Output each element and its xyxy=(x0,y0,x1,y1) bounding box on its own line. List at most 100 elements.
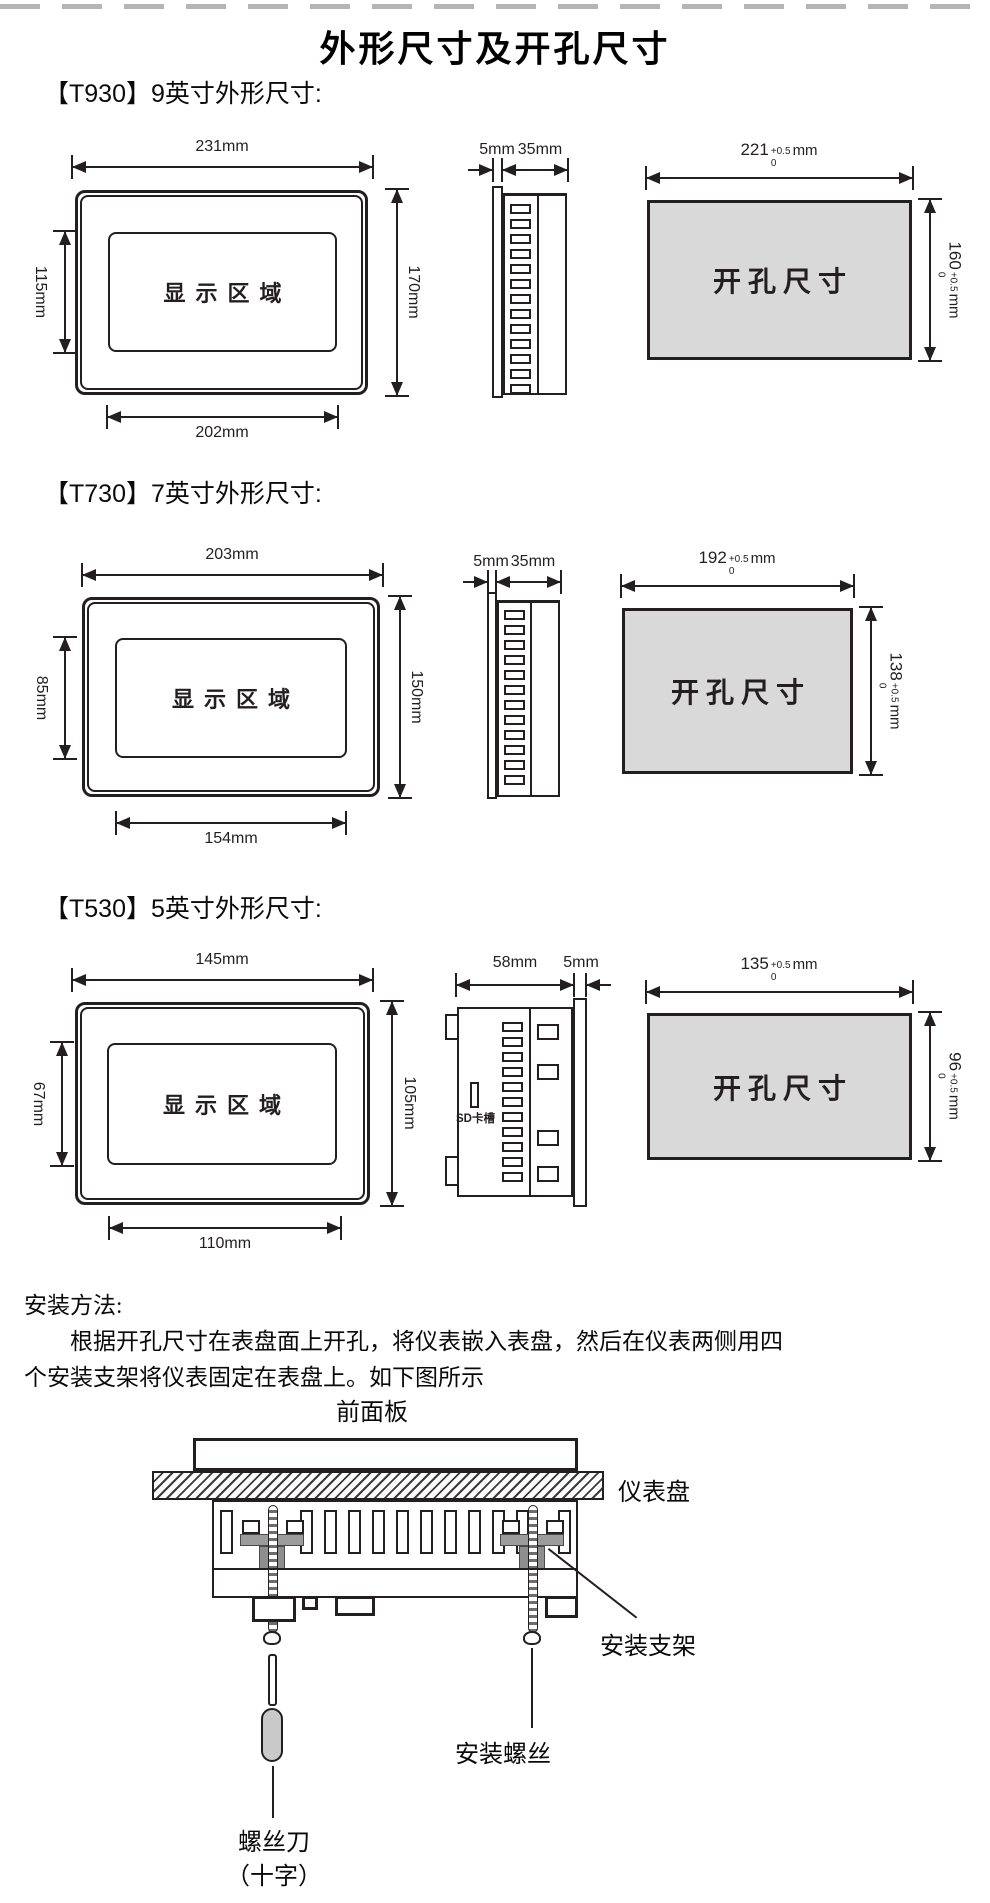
arrow-down-icon xyxy=(394,784,406,798)
dim-value: 135 xyxy=(740,954,769,973)
screw-label: 安装螺丝 xyxy=(455,1742,551,1768)
meter-panel-hatch xyxy=(152,1471,604,1500)
arrow-up-icon xyxy=(865,607,877,621)
dim-cutout-width-t730 xyxy=(620,574,855,598)
arrow-left-icon xyxy=(646,986,660,998)
tol-plus: +0.5 xyxy=(770,960,791,971)
side-view-body-t730 xyxy=(497,600,560,797)
arrow-right-icon xyxy=(560,979,574,991)
dim-line xyxy=(64,232,66,352)
arrow-left-icon xyxy=(496,576,510,588)
side-view-flange-t730 xyxy=(487,592,497,799)
vent-slot xyxy=(396,1510,409,1554)
connector-block xyxy=(537,1024,559,1040)
bottom-notch xyxy=(545,1596,578,1618)
connector-block xyxy=(537,1130,559,1146)
dim-cutout-height-t930 xyxy=(918,198,942,362)
vent-slot xyxy=(504,610,525,620)
dim-flange-approach-t530 xyxy=(585,973,611,997)
dim-height-right-t730 xyxy=(388,595,412,799)
install-para-line1: 根据开孔尺寸在表盘面上开孔，将仪表嵌入表盘，然后在仪表两侧用四 xyxy=(70,1329,783,1354)
dim-line xyxy=(73,166,372,168)
cutout-rect-t530: 开孔尺寸 xyxy=(647,1013,912,1160)
arrow-right-icon xyxy=(369,569,383,581)
dim-value: 96 xyxy=(945,1052,965,1072)
vent-slot xyxy=(504,730,525,740)
connector-block xyxy=(537,1064,559,1080)
vent-slot xyxy=(510,339,531,349)
dim-height-left-label-t930: 115mm xyxy=(32,265,49,319)
arrow-up-icon xyxy=(59,637,71,651)
vent-slot xyxy=(324,1510,337,1554)
dim-cutout-width-t930 xyxy=(645,166,914,190)
display-area-t930: 显示区域 xyxy=(108,232,337,352)
arrow-left-icon xyxy=(502,164,516,176)
arrow-left-icon xyxy=(586,979,600,991)
vent-slot xyxy=(504,685,525,695)
screw-leader-line xyxy=(531,1648,533,1728)
front-panel-box xyxy=(193,1438,578,1471)
bracket-tab xyxy=(286,1520,304,1534)
dim-line xyxy=(647,177,912,179)
dim-unit: mm xyxy=(792,956,818,973)
dim-height-right-label-t530: 105mm xyxy=(401,1076,418,1130)
cutout-label: 开孔尺寸 xyxy=(712,1073,853,1105)
arrow-up-icon xyxy=(56,1042,68,1056)
dim-width-top-t730 xyxy=(81,563,384,587)
vent-slot xyxy=(502,1037,523,1047)
tol-plus: +0.5 xyxy=(770,146,791,157)
arrow-up-icon xyxy=(394,596,406,610)
bottom-notch xyxy=(335,1596,375,1616)
install-heading: 安装方法: xyxy=(24,1293,123,1318)
section-heading-t730: 【T730】7英寸外形尺寸: xyxy=(44,480,322,508)
arrow-right-icon xyxy=(899,172,913,184)
dim-line xyxy=(396,190,398,395)
vent-slot xyxy=(510,294,531,304)
vent-slot xyxy=(510,219,531,229)
vent-slot xyxy=(468,1510,481,1554)
dim-value: 160 xyxy=(945,241,965,270)
arrow-down-icon xyxy=(924,347,936,361)
arrow-down-icon xyxy=(391,382,403,396)
vent-slot xyxy=(510,354,531,364)
front-view-inner-outline xyxy=(80,195,363,390)
dim-height-left-t530 xyxy=(50,1041,74,1167)
dim-width-top-label-t730: 203mm xyxy=(205,546,259,563)
vent-slot xyxy=(220,1510,233,1554)
display-area-t530: 显示区域 xyxy=(107,1043,337,1165)
side-body-divider-t530 xyxy=(529,1007,531,1197)
dim-unit: mm xyxy=(792,142,818,159)
dim-width-top-label-t530: 145mm xyxy=(195,951,249,968)
vent-slot xyxy=(504,625,525,635)
vent-slot xyxy=(502,1157,523,1167)
dim-line xyxy=(622,585,853,587)
dim-unit: mm xyxy=(886,704,904,730)
arrow-left-icon xyxy=(456,979,470,991)
vent-slot xyxy=(502,1082,523,1092)
dim-depth-t930 xyxy=(501,158,569,182)
dim-line xyxy=(391,1002,393,1205)
dim-line xyxy=(929,200,931,360)
dim-height-right-label-t730: 150mm xyxy=(408,670,425,724)
front-view-t730 xyxy=(82,597,380,797)
arrow-right-icon xyxy=(479,164,493,176)
arrow-up-icon xyxy=(924,1012,936,1026)
dim-cutout-height-t530 xyxy=(918,1011,942,1162)
vent-slot xyxy=(504,655,525,665)
dim-flange-label-t530: 5mm xyxy=(563,954,599,971)
vent-slot xyxy=(504,670,525,680)
dim-value: 192 xyxy=(698,548,727,567)
dim-line xyxy=(117,822,345,824)
tol-minus: 0 xyxy=(770,971,777,983)
front-view-inner-outline xyxy=(80,1007,365,1200)
dim-line xyxy=(497,581,560,583)
arrow-left-icon xyxy=(72,974,86,986)
vent-slot xyxy=(510,279,531,289)
dim-flange-approach-t730 xyxy=(463,570,489,594)
vent-slot-column-t530 xyxy=(502,1022,523,1182)
